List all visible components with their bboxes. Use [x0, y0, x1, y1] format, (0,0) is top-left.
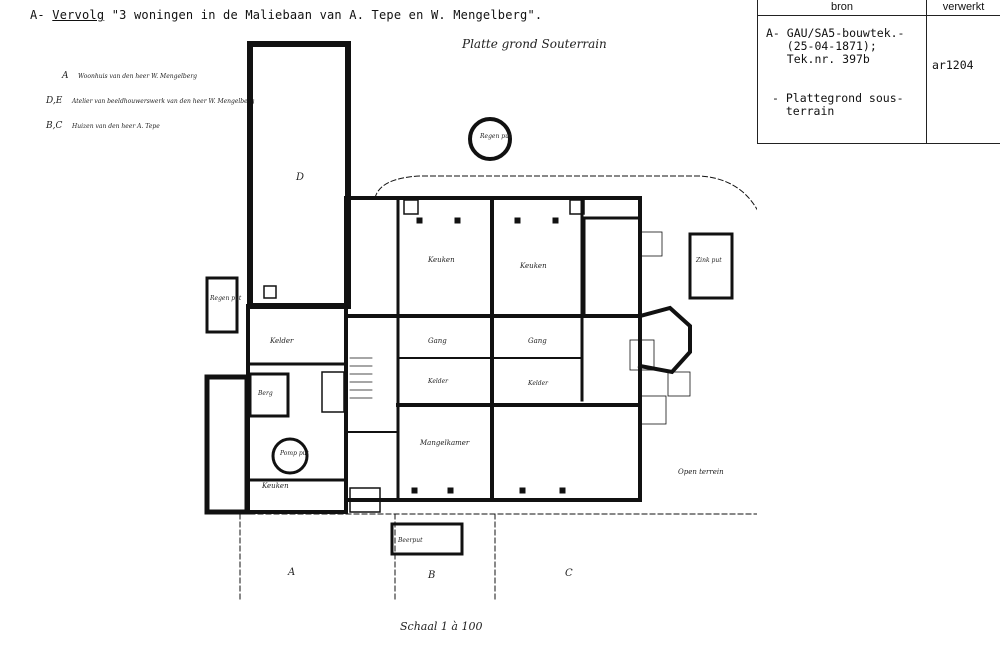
svg-text:Kelder: Kelder — [269, 337, 294, 345]
floor-plan-drawing: A Woonhuis van den heer W. Mengelberg D,… — [45, 37, 757, 633]
svg-text:Keuken: Keuken — [427, 256, 455, 264]
svg-text:Gang: Gang — [528, 337, 547, 345]
column-verwerkt: verwerkt — [942, 1, 985, 13]
svg-text:Gang: Gang — [428, 337, 447, 345]
header-underlined-word: Vervolg — [52, 8, 105, 22]
site-boundary — [374, 175, 757, 211]
side-pit — [205, 276, 239, 334]
source-table-header: bron verwerkt — [758, 0, 1000, 16]
svg-text:Keuken: Keuken — [261, 482, 289, 490]
svg-text:Keuken: Keuken — [519, 262, 547, 270]
source-description: - Plattegrond sous- terrain — [772, 91, 904, 118]
svg-text:Regen put: Regen put — [479, 133, 512, 140]
column-divider — [926, 0, 927, 143]
svg-text:Kelder: Kelder — [427, 378, 449, 385]
zink-pit — [688, 232, 734, 300]
column-bron: bron — [830, 1, 854, 13]
houses-b-c: Keuken Keuken Gang Gang Kelder Kelder Ma… — [344, 196, 642, 502]
legend-key-a: A — [61, 71, 69, 81]
header-prefix: A- — [30, 8, 53, 22]
header-title: "3 woningen in de Maliebaan van A. Tepe … — [104, 8, 543, 22]
house-label-b: B — [427, 570, 435, 581]
bay-window — [637, 305, 692, 375]
source-table: bron verwerkt A- GAU/SA5-bouwtek.- (25-0… — [757, 0, 1000, 144]
svg-text:Beerput: Beerput — [397, 537, 423, 544]
source-reference: A- GAU/SA5-bouwtek.- (25-04-1871); Tek.n… — [766, 26, 905, 66]
svg-text:Zink put: Zink put — [695, 257, 722, 264]
house-a: Kelder Berg Keuken Pomp put — [204, 304, 348, 515]
legend-text-bc: Huizen van den heer A. Tepe — [71, 123, 160, 130]
legend-text-a: Woonhuis van den heer W. Mengelberg — [78, 73, 197, 80]
legend-key-bc: B,C — [45, 121, 62, 131]
room-d-label: D — [295, 172, 304, 183]
drawing-title: Platte grond Souterrain — [461, 37, 607, 51]
svg-text:Pomp put: Pomp put — [279, 450, 310, 457]
svg-text:Kelder: Kelder — [527, 380, 549, 387]
atelier-block-d: D — [247, 41, 351, 309]
svg-text:Regen put: Regen put — [209, 295, 242, 302]
house-label-c: C — [565, 568, 573, 579]
outside-stairs — [629, 231, 691, 425]
open-area-label: Open terrein — [678, 468, 724, 476]
document-header: A- Vervolg "3 woningen in de Maliebaan v… — [30, 8, 542, 22]
legend-key-de: D,E — [45, 96, 63, 106]
svg-text:Berg: Berg — [257, 390, 273, 397]
legend: A Woonhuis van den heer W. Mengelberg D,… — [45, 71, 255, 131]
legend-text-de: Atelier van beeldhouwerswerk van den hee… — [71, 98, 255, 105]
verwerkt-code: ar1204 — [932, 58, 974, 72]
beer-pit — [390, 522, 464, 556]
well-top: Regen put — [468, 117, 512, 161]
scale-label: Schaal 1 à 100 — [400, 620, 482, 633]
house-label-a: A — [287, 567, 295, 578]
svg-text:Mangelkamer: Mangelkamer — [419, 439, 470, 447]
